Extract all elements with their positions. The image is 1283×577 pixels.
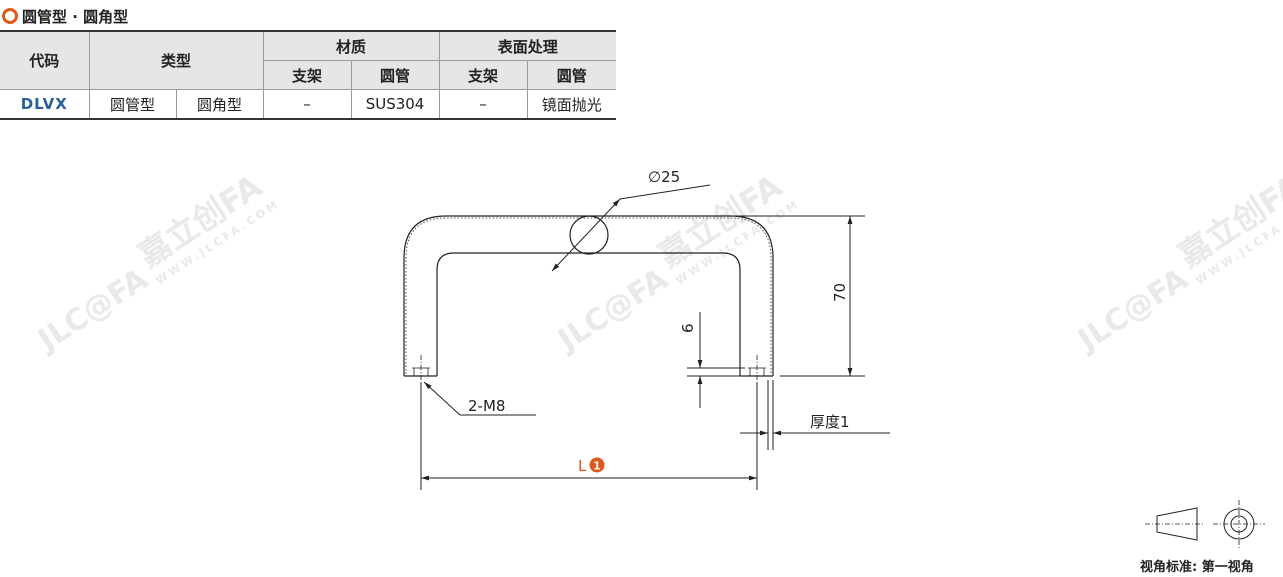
table-row: DLVX 圆管型 圆角型 – SUS304 – 镜面抛光	[0, 89, 617, 120]
cell-code[interactable]: DLVX	[0, 89, 90, 120]
header-surface-tube: 圆管	[526, 60, 617, 90]
spec-table: 代码 类型 材质 表面处理 支架 圆管 支架 圆管 DLVX 圆管型 圆角型 –…	[0, 30, 617, 120]
header-surface: 表面处理	[438, 30, 617, 61]
tube-section-circle	[569, 215, 609, 255]
depth-label: 6	[679, 323, 697, 333]
header-type: 类型	[88, 30, 264, 90]
diameter-dimension	[551, 184, 711, 272]
cell-type2: 圆角型	[175, 89, 264, 120]
thickness-label: 厚度1	[810, 413, 850, 431]
depth-dimension	[687, 312, 745, 408]
cell-surface-bracket: –	[438, 89, 528, 120]
cell-type1: 圆管型	[88, 89, 177, 120]
length-badge-icon	[589, 457, 605, 473]
circle-bullet-icon	[2, 8, 18, 24]
first-angle-projection-icon	[1145, 500, 1265, 548]
section-title-text: 圆管型 · 圆角型	[22, 7, 129, 26]
length-badge: 1	[593, 460, 601, 473]
diameter-label: ∅25	[648, 168, 680, 186]
header-material-bracket: 支架	[262, 60, 352, 90]
watermark-logo: JLC@FA	[31, 261, 155, 359]
watermark-logo: JLC@FA	[1071, 261, 1195, 359]
cell-surface-tube: 镜面抛光	[526, 89, 617, 120]
thickness-dimension	[740, 380, 890, 450]
height-label: 70	[831, 283, 849, 302]
watermark-left: JLC@FA 嘉立创FA WWW.JLCFA.COM	[31, 167, 283, 359]
length-dimension	[420, 382, 758, 490]
thread-leader	[423, 381, 536, 416]
section-title: 圆管型 · 圆角型	[2, 5, 128, 27]
watermark-right: JLC@FA 嘉立创FA WWW.JLCFA.COM	[1071, 167, 1283, 359]
watermark-logo: JLC@FA	[551, 261, 675, 359]
projection-standard-label: 视角标准: 第一视角	[1140, 560, 1254, 575]
thread-hole-left	[412, 355, 430, 382]
thread-hole-right	[748, 355, 766, 382]
header-material: 材质	[262, 30, 440, 61]
header-material-tube: 圆管	[350, 60, 440, 90]
cell-material-bracket: –	[262, 89, 352, 120]
header-surface-bracket: 支架	[438, 60, 528, 90]
cell-material-tube: SUS304	[350, 89, 440, 120]
length-label: L	[578, 457, 587, 475]
thread-label: 2-M8	[468, 397, 505, 415]
header-code: 代码	[0, 30, 90, 90]
watermark-center: JLC@FA 嘉立创FA WWW.JLCFA.COM	[551, 167, 803, 359]
height-dimension	[730, 215, 865, 377]
